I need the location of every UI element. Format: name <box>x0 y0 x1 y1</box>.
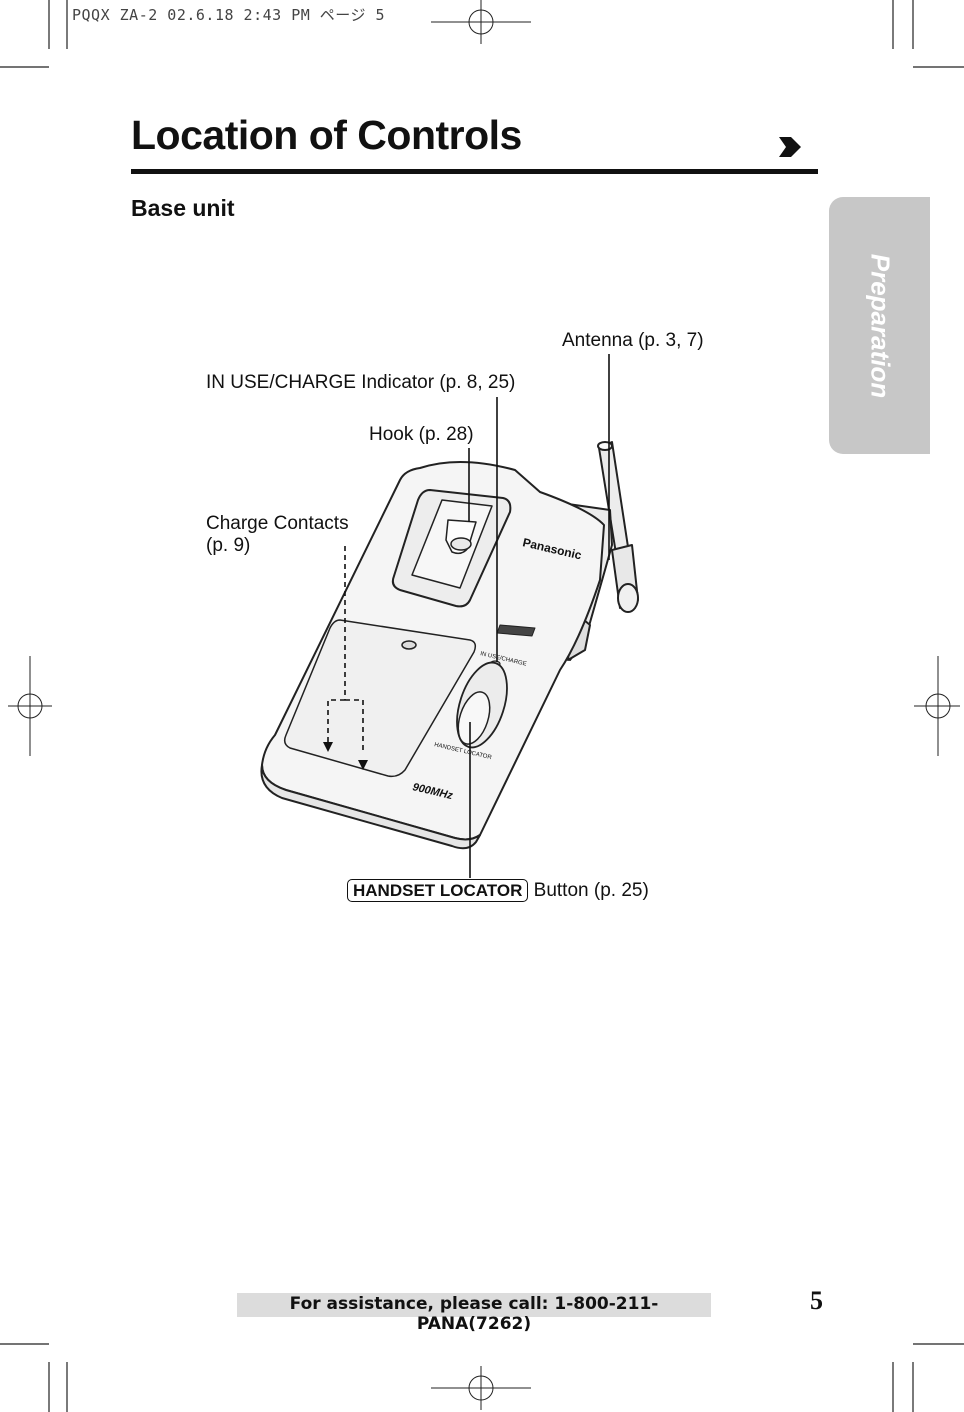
locator-callout: HANDSET LOCATOR Button (p. 25) <box>347 879 649 902</box>
charge-contacts-line1: Charge Contacts <box>206 513 349 534</box>
indicator-callout: IN USE/CHARGE Indicator (p. 8, 25) <box>206 372 516 393</box>
registration-marks <box>8 0 960 1410</box>
handset-locator-key: HANDSET LOCATOR <box>347 879 529 902</box>
title-rule <box>131 169 818 174</box>
page-title: Location of Controls <box>131 112 522 158</box>
assistance-text: For assistance, please call: 1-800-211-P… <box>289 1294 659 1334</box>
hook-callout: Hook (p. 28) <box>369 424 474 445</box>
charge-leader-c <box>345 699 364 750</box>
leader-lines <box>327 354 610 878</box>
base-unit-illustration <box>260 441 639 850</box>
charge-contacts-callout: Charge Contacts (p. 9) <box>206 513 349 557</box>
charge-contacts-line2: (p. 9) <box>206 535 251 556</box>
assistance-footer: For assistance, please call: 1-800-211-P… <box>237 1293 711 1334</box>
arrow-right-icon <box>779 137 801 157</box>
page-number: 5 <box>810 1286 823 1315</box>
section-title: Base unit <box>131 195 235 221</box>
side-tab: Preparation <box>829 197 930 454</box>
print-header: PQQX ZA-2 02.6.18 2:43 PM ページ 5 <box>72 6 386 24</box>
charge-arrows <box>323 742 368 770</box>
locator-callout-suffix: Button (p. 25) <box>533 880 649 901</box>
antenna-callout: Antenna (p. 3, 7) <box>562 330 704 351</box>
side-tab-label: Preparation <box>865 253 895 398</box>
charge-leader-b <box>327 699 345 745</box>
